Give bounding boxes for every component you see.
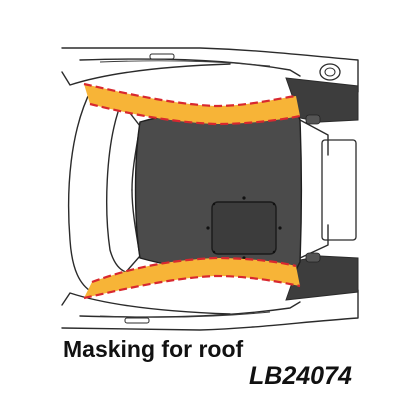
- door-handle-top: [149, 53, 175, 60]
- door-handle-bottom: [124, 317, 150, 324]
- sunroof-bolt-8: [272, 250, 276, 254]
- car-body-bottom-edge: [61, 289, 359, 331]
- sunroof-bolt-6: [272, 202, 276, 206]
- windshield-outline: [67, 87, 93, 293]
- car-body-top-edge: [61, 47, 359, 93]
- sunroof-bolt-4: [278, 226, 282, 230]
- mask-strip-bottom: [84, 258, 300, 298]
- sunroof-bolt-3: [206, 226, 210, 230]
- sunroof: [211, 201, 277, 255]
- mirror-top: [319, 63, 341, 81]
- windshield-inner: [106, 111, 127, 273]
- mask-dash-bottom-inner: [91, 256, 297, 284]
- caption-title: Masking for roof: [63, 336, 244, 362]
- sunroof-bolt-1: [242, 196, 246, 200]
- sunroof-bolt-2: [242, 256, 246, 260]
- door-line-bottom: [99, 311, 271, 318]
- mask-dash-top-outer: [83, 82, 297, 108]
- mask-dash-top-inner: [89, 102, 301, 126]
- rear-clip-1: [305, 114, 321, 125]
- rear-pillar-top: [299, 119, 329, 156]
- door-line-top: [99, 60, 271, 67]
- sunroof-bolt-5: [212, 202, 216, 206]
- car-body-top-inner: [79, 58, 301, 77]
- rear-window-frame: [321, 139, 357, 241]
- car-body-bottom-inner: [79, 301, 301, 318]
- car-hood-line-bottom: [61, 292, 231, 315]
- mask-dash-bottom-outer: [83, 274, 301, 300]
- car-hood-line-top: [61, 63, 231, 86]
- mirror-top-inner: [324, 67, 336, 77]
- rear-clip-2: [305, 252, 321, 263]
- caption-code: LB24074: [249, 362, 352, 390]
- sunroof-bolt-7: [212, 250, 216, 254]
